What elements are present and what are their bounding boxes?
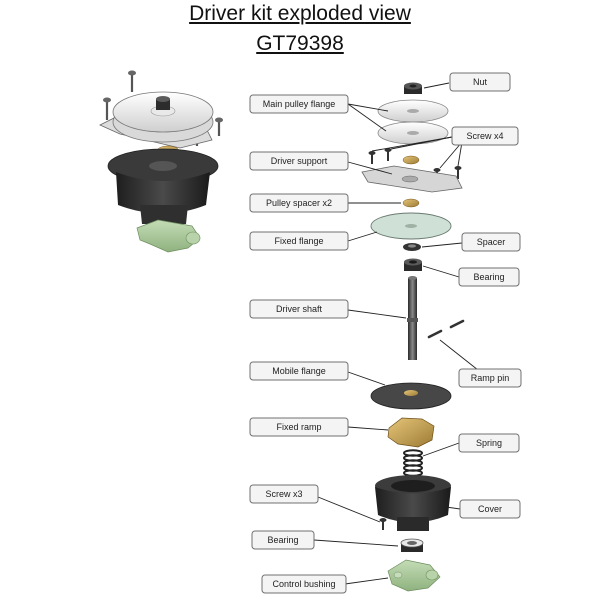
svg-text:Pulley spacer x2: Pulley spacer x2 (266, 198, 332, 208)
svg-text:Main pulley flange: Main pulley flange (263, 99, 336, 109)
label-pulley-spacer-x2: Pulley spacer x2 (249, 193, 349, 213)
part-pulley-spacer-upper (402, 155, 420, 165)
svg-text:Bearing: Bearing (473, 272, 504, 282)
diagram-title: Driver kit exploded view (189, 2, 411, 25)
label-bearing-bottom: Bearing (251, 530, 315, 550)
svg-text:Nut: Nut (473, 77, 488, 87)
part-main-pulley-flange (377, 99, 449, 145)
svg-text:Spring: Spring (476, 438, 502, 448)
part-bearing-bottom (400, 538, 424, 552)
assembled-view (99, 70, 223, 253)
svg-text:Ramp pin: Ramp pin (471, 373, 510, 383)
label-bearing-top: Bearing (458, 267, 520, 287)
label-driver-shaft: Driver shaft (249, 299, 349, 319)
label-main-pulley-flange: Main pulley flange (249, 94, 349, 114)
svg-text:Screw x4: Screw x4 (466, 131, 503, 141)
diagram-part-number: GT79398 (256, 32, 344, 55)
part-driver-shaft (407, 276, 418, 360)
part-cover (375, 475, 451, 531)
part-bearing-top (404, 258, 422, 271)
label-driver-support: Driver support (249, 151, 349, 171)
label-screw-x3: Screw x3 (249, 484, 319, 504)
svg-text:Cover: Cover (478, 504, 502, 514)
part-spring (403, 449, 423, 477)
assembled-cover (116, 172, 210, 214)
part-nut (404, 82, 422, 94)
label-cover: Cover (459, 499, 521, 519)
svg-text:Spacer: Spacer (477, 237, 506, 247)
label-mobile-flange: Mobile flange (249, 361, 349, 381)
label-control-bushing: Control bushing (261, 574, 347, 594)
label-spring: Spring (458, 433, 520, 453)
part-fixed-ramp (387, 417, 435, 448)
svg-text:Bearing: Bearing (267, 535, 298, 545)
part-fixed-flange (370, 212, 452, 240)
svg-text:Screw x3: Screw x3 (265, 489, 302, 499)
svg-text:Driver shaft: Driver shaft (276, 304, 323, 314)
assembled-control-bushing (136, 219, 201, 253)
label-screw-x4: Screw x4 (451, 126, 519, 146)
svg-text:Fixed ramp: Fixed ramp (276, 422, 321, 432)
svg-text:Driver support: Driver support (271, 156, 328, 166)
label-nut: Nut (449, 72, 511, 92)
part-ramp-pins (427, 319, 465, 339)
label-fixed-flange: Fixed flange (249, 231, 349, 251)
label-ramp-pin: Ramp pin (458, 368, 522, 388)
label-fixed-ramp: Fixed ramp (249, 417, 349, 437)
svg-text:Fixed flange: Fixed flange (274, 236, 323, 246)
svg-text:Mobile flange: Mobile flange (272, 366, 326, 376)
leader-lines (313, 82, 479, 585)
part-mobile-flange (370, 382, 452, 410)
part-control-bushing (387, 559, 441, 592)
label-spacer: Spacer (461, 232, 521, 252)
part-spacer (403, 243, 421, 251)
part-pulley-spacer (402, 198, 420, 208)
svg-text:Control bushing: Control bushing (272, 579, 335, 589)
